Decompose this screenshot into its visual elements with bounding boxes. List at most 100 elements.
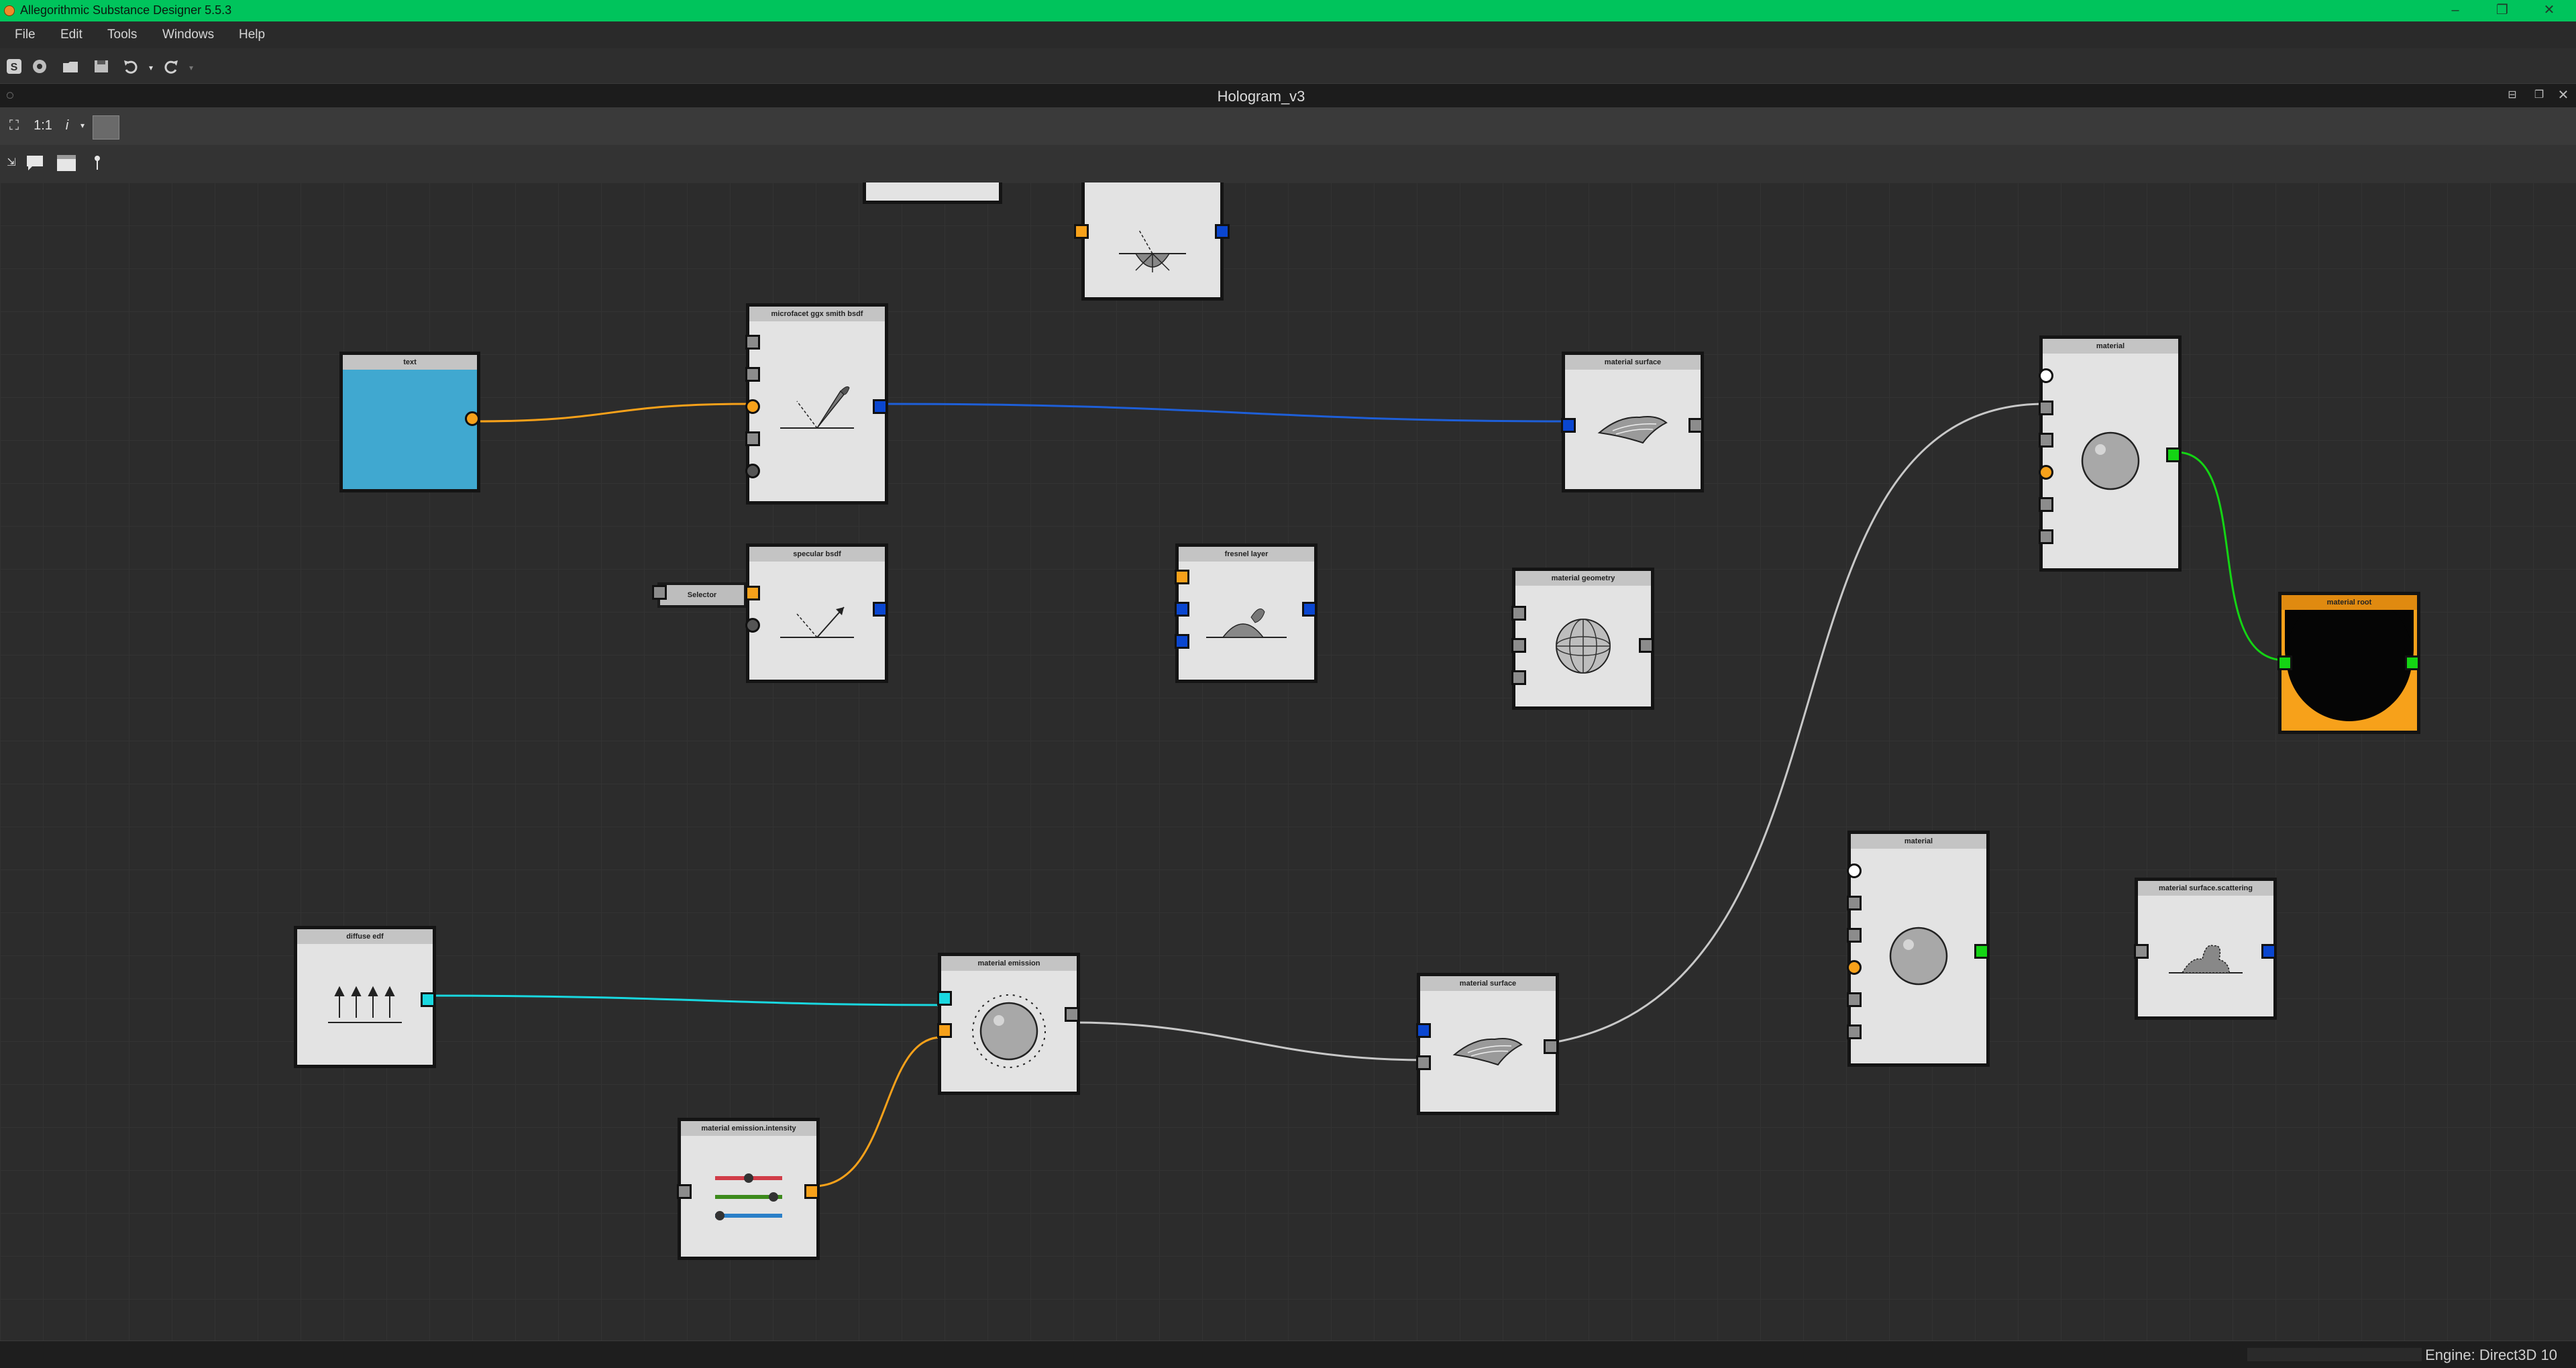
node-material-emission[interactable]: material emission: [937, 953, 1080, 1095]
port-in-2[interactable]: [1416, 1055, 1431, 1070]
node-material-top[interactable]: material: [2039, 335, 2182, 572]
float-icon[interactable]: ❐: [2534, 89, 2544, 101]
port-out[interactable]: [1544, 1039, 1558, 1054]
port-out[interactable]: [421, 992, 435, 1007]
port-in-1[interactable]: [1416, 1023, 1431, 1038]
fit-view-icon[interactable]: ⛶: [9, 118, 19, 133]
port-in[interactable]: [1074, 224, 1089, 239]
port-in-5[interactable]: [1847, 992, 1862, 1007]
port-out[interactable]: [873, 602, 888, 617]
selector-port-in[interactable]: [652, 585, 667, 600]
port-in-1[interactable]: [2039, 368, 2053, 383]
port-in-3[interactable]: [1847, 928, 1862, 943]
node-partial-top[interactable]: [863, 182, 1002, 204]
node-material-surface-scattering[interactable]: material surface.scattering: [2134, 878, 2277, 1020]
menu-help[interactable]: Help: [239, 28, 266, 42]
port-out[interactable]: [1065, 1007, 1079, 1022]
node-bsdf-top[interactable]: [1074, 182, 1230, 301]
port-out[interactable]: [804, 1184, 819, 1199]
menu-file[interactable]: File: [15, 28, 36, 42]
redo-dropdown-icon[interactable]: ▾: [189, 63, 194, 72]
node-material-emission-intensity[interactable]: material emission.intensity: [677, 1118, 820, 1260]
port-in-2[interactable]: [1511, 638, 1526, 653]
save-package-icon[interactable]: [93, 58, 110, 75]
port-in-3[interactable]: [1175, 634, 1189, 649]
port-in-2[interactable]: [745, 367, 760, 382]
port-out[interactable]: [2405, 655, 2420, 670]
node-specular-bsdf[interactable]: specular bsdf: [745, 543, 888, 683]
restore-icon[interactable]: ❐: [2496, 3, 2508, 17]
wire-diffuse-to-emission[interactable]: [429, 994, 943, 1006]
port-in-6[interactable]: [2039, 529, 2053, 544]
wire-microfacet-to-surface[interactable]: [882, 403, 1568, 423]
close-graph-icon[interactable]: ✕: [2557, 88, 2569, 103]
open-package-icon[interactable]: [62, 58, 79, 75]
selector-node[interactable]: Selector: [657, 582, 747, 608]
port-in[interactable]: [677, 1184, 692, 1199]
port-in[interactable]: [1561, 418, 1576, 433]
menu-edit[interactable]: Edit: [60, 28, 83, 42]
zoom-1to1-button[interactable]: 1:1: [34, 118, 52, 133]
node-fresnel-layer[interactable]: fresnel layer: [1175, 543, 1318, 683]
wire-material-to-root[interactable]: [2176, 451, 2286, 662]
pin-icon[interactable]: ⊟: [2508, 89, 2517, 101]
graph-canvas[interactable]: text microfacet ggx smith bsdf: [0, 182, 2576, 1340]
info-button[interactable]: i: [65, 118, 69, 133]
minimize-icon[interactable]: –: [2451, 3, 2459, 17]
node-microfacet-ggx-smith-bsdf[interactable]: microfacet ggx smith bsdf: [745, 303, 888, 505]
port-out[interactable]: [1302, 602, 1317, 617]
info-dropdown-icon[interactable]: ▾: [80, 121, 85, 130]
port-out[interactable]: [1688, 418, 1703, 433]
close-icon[interactable]: ✕: [2543, 3, 2555, 17]
snap-toggle-icon[interactable]: [93, 115, 119, 140]
port-out[interactable]: [2261, 944, 2276, 959]
port-in-4[interactable]: [2039, 465, 2053, 480]
port-in-2[interactable]: [745, 618, 760, 633]
pin-tool-icon[interactable]: [93, 154, 102, 172]
node-diffuse-edf[interactable]: diffuse edf: [294, 926, 436, 1068]
port-in-3[interactable]: [1511, 670, 1526, 685]
wire-text-to-microfacet[interactable]: [474, 403, 752, 423]
port-in-1[interactable]: [1847, 863, 1862, 878]
undo-icon[interactable]: [122, 58, 140, 75]
port-in-1[interactable]: [1175, 570, 1189, 584]
port-in-5[interactable]: [2039, 497, 2053, 512]
new-package-icon[interactable]: [31, 58, 48, 75]
port-out[interactable]: [1215, 224, 1230, 239]
wire-intensity-to-emission[interactable]: [812, 1036, 943, 1188]
node-material-geometry[interactable]: material geometry: [1511, 568, 1654, 710]
menu-tools[interactable]: Tools: [107, 28, 138, 42]
port-in-3[interactable]: [2039, 433, 2053, 448]
port-out[interactable]: [2166, 448, 2181, 462]
comment-icon[interactable]: [25, 154, 44, 172]
wire-emission-to-surface[interactable]: [1073, 1021, 1424, 1061]
port-in-1[interactable]: [745, 335, 760, 350]
redo-icon[interactable]: [162, 58, 180, 75]
menu-windows[interactable]: Windows: [162, 28, 215, 42]
port-in-6[interactable]: [1847, 1024, 1862, 1039]
port-in-5[interactable]: [745, 464, 760, 478]
link-icon[interactable]: ⇲: [7, 157, 16, 168]
port-in-1[interactable]: [1511, 606, 1526, 621]
frame-icon[interactable]: [56, 154, 76, 172]
port-in-4[interactable]: [745, 431, 760, 446]
port-in[interactable]: [2277, 655, 2292, 670]
wire-surface-to-material[interactable]: [1552, 403, 2045, 1044]
port-out[interactable]: [1974, 944, 1989, 959]
node-text[interactable]: text: [339, 352, 480, 492]
port-out[interactable]: [873, 399, 888, 414]
undo-dropdown-icon[interactable]: ▾: [148, 63, 154, 72]
port-out[interactable]: [1639, 638, 1654, 653]
port-in-2[interactable]: [1847, 896, 1862, 910]
node-material-surface-top[interactable]: material surface: [1561, 352, 1704, 492]
port-in-2[interactable]: [2039, 401, 2053, 415]
port-in-2[interactable]: [1175, 602, 1189, 617]
port-in[interactable]: [2134, 944, 2149, 959]
node-material-bottom[interactable]: material: [1847, 831, 1990, 1067]
port-in-2[interactable]: [937, 1023, 952, 1038]
node-material-surface-bottom[interactable]: material surface: [1416, 973, 1559, 1115]
port-out[interactable]: [465, 411, 480, 426]
node-material-root[interactable]: material root: [2277, 592, 2420, 734]
substance-logo-icon[interactable]: S: [5, 58, 23, 75]
port-in-3[interactable]: [745, 399, 760, 414]
